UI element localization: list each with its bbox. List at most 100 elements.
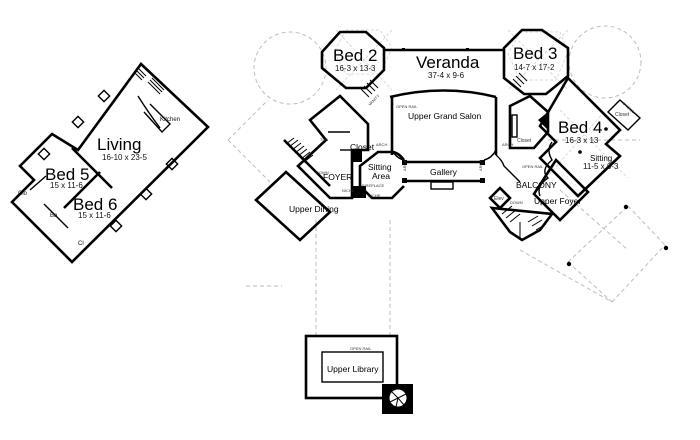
room-label-bed3: Bed 3 [513, 44, 557, 63]
room-dims-bed4: 16-3 x 13 [565, 136, 599, 145]
stairs-bed3 [509, 72, 528, 91]
room-label-living: Living [97, 135, 141, 154]
note-niche-2: NICHE [368, 193, 381, 198]
stairs-bed2 [360, 79, 379, 98]
room-label-foyer: FOYER [323, 172, 352, 182]
note-open-rail-salon: OPEN RAIL [396, 104, 418, 109]
room-label-upper-grand-salon: Upper Grand Salon [408, 111, 482, 121]
column [604, 127, 608, 131]
room-label-elev: Elev [494, 196, 504, 202]
closet-shelf [511, 114, 518, 138]
column [578, 150, 582, 154]
room-label-balcony: BALCONY [516, 180, 557, 190]
left-wing [10, 62, 210, 264]
note-arch-2: ARCH [502, 142, 513, 147]
room-label-upper-dining: Upper Dining [289, 204, 339, 214]
wall-mass [352, 150, 362, 162]
note-arch-4: ARCH [478, 160, 483, 171]
note-fireplace: FIREPLACE [362, 183, 385, 188]
room-label-sitting-area-1: Sitting [368, 162, 392, 172]
kitchen-island [143, 103, 171, 134]
room-dims-bed5: 15 x 11-6 [50, 181, 83, 190]
room-label-clo: Clo [18, 191, 28, 197]
room-dims-veranda: 37-4 x 9-6 [428, 71, 465, 80]
note-down-1: DOWN [316, 170, 329, 175]
dash-line [227, 139, 271, 183]
gallery-bay [430, 181, 454, 190]
library-outer-wall [304, 334, 399, 400]
library-open-rail [321, 351, 384, 383]
note-vanity: VANITY [367, 93, 381, 107]
room-label-sitting-bed4: Sitting [590, 154, 612, 163]
note-niche-1: NICHE [342, 188, 355, 193]
note-arch-3: ARCH [402, 160, 407, 171]
bath-closet-right-walls [508, 94, 550, 150]
turret-outline-right [568, 25, 642, 99]
room-label-bed6: Bed 6 [73, 195, 117, 214]
column [402, 178, 407, 183]
note-open-rail-library: OPEN RAIL [350, 346, 372, 351]
balcony-edge [495, 154, 521, 183]
wall-bed5-bed6 [63, 171, 101, 209]
stairs-left-wing [133, 67, 167, 95]
bay [37, 147, 51, 161]
dash-line [567, 205, 629, 263]
column [480, 178, 485, 183]
room-label-kitchen: Kitchen [160, 117, 180, 123]
dash-line [559, 189, 629, 251]
dash-line [611, 244, 666, 303]
room-label-sitting-area-2: Area [372, 171, 390, 181]
upper-dining-walls [254, 170, 332, 242]
note-down-2: DOWN [510, 200, 523, 205]
salon-arch [483, 149, 497, 161]
room-label-cl: Cl [78, 241, 84, 247]
veranda-inner-wall [389, 89, 497, 99]
wall-bath [43, 203, 69, 229]
stairs-foyer [285, 137, 314, 163]
wall-mass [538, 112, 548, 130]
room-dims-bed6: 15 x 11-6 [78, 211, 111, 220]
closet-bed4-walls [606, 99, 642, 131]
dash-line [627, 205, 666, 246]
bed3-walls [502, 28, 570, 96]
left-wing-outer-wall [10, 62, 210, 264]
room-label-bed2: Bed 2 [333, 46, 377, 65]
column [566, 261, 572, 267]
bed4-walls [538, 75, 622, 198]
room-dims-living: 16-10 x 23-5 [102, 153, 147, 162]
room-dims-bed3: 14-7 x 17-2 [514, 63, 555, 72]
column [402, 48, 405, 51]
room-label-upper-foyer: Upper Foyer [534, 196, 581, 206]
upper-library [304, 334, 413, 414]
room-label-veranda: Veranda [416, 53, 480, 72]
room-label-closet-left: Closet [350, 142, 375, 152]
column [623, 204, 629, 210]
room-label-bed5: Bed 5 [45, 165, 89, 184]
stair-wall [283, 139, 331, 187]
fireplace-mass [352, 186, 366, 198]
wall-bed5-living [71, 147, 113, 189]
note-arch-1: ARCH [376, 142, 387, 147]
main-house [254, 28, 669, 267]
wall-closet [29, 175, 47, 191]
dash-line [519, 249, 613, 303]
ceiling-details [333, 29, 629, 179]
stair-tower-walls [489, 206, 555, 242]
bed2-walls [320, 30, 386, 90]
column [663, 245, 669, 251]
column [480, 160, 485, 165]
roof-outline-dashes [227, 25, 666, 338]
room-label-closet-bed4: Closet [615, 112, 630, 118]
room-label-gallery: Gallery [430, 167, 458, 177]
bay [109, 219, 123, 233]
dash-line [227, 99, 269, 141]
column [402, 160, 407, 165]
bay [71, 115, 85, 129]
bay [139, 187, 153, 201]
room-dims-sitting-bed4: 11-5 x 6-3 [583, 162, 619, 171]
elev-walls [488, 186, 512, 210]
room-label-upper-library: Upper Library [327, 364, 379, 374]
note-tub: TUB [320, 137, 328, 142]
column [466, 48, 469, 51]
